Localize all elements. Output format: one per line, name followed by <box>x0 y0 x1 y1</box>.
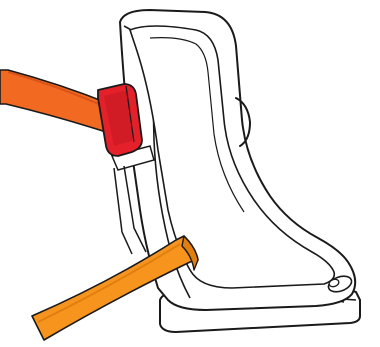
diagonal-shoulder-belt <box>0 70 110 132</box>
belt-lock-clip <box>98 84 142 156</box>
